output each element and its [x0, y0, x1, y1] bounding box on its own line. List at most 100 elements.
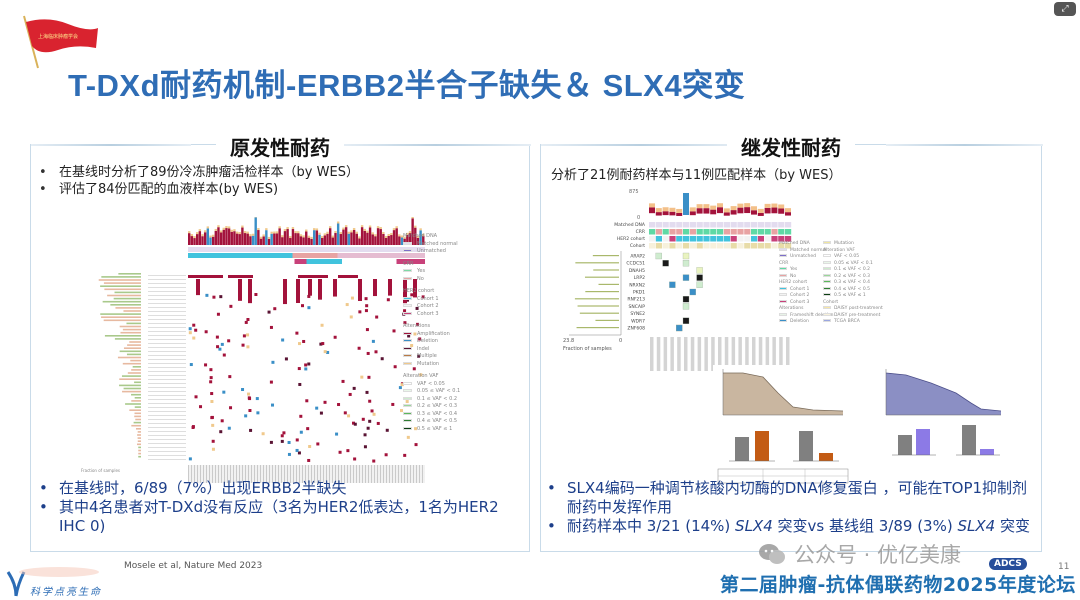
legend-swatch	[823, 306, 831, 309]
legend-item: Mutation	[403, 361, 513, 369]
legend-group: Mutation	[823, 241, 903, 248]
legend-item: Cohort 3	[779, 299, 879, 307]
crr-track	[188, 253, 425, 258]
legend-swatch	[823, 280, 831, 283]
legend-item: 0.2 ≤ VAF < 0.3	[823, 273, 903, 281]
bullet-item: 在基线时分析了89份冷冻肿瘤活检样本（by WES）	[33, 164, 359, 181]
legend-item: 0.2 ≤ VAF < 0.3	[403, 403, 513, 411]
svg-text:HER2 cohort: HER2 cohort	[617, 236, 645, 242]
legend-swatch	[823, 312, 831, 316]
svg-text:Cohort: Cohort	[630, 243, 645, 249]
bullet-item: 在基线时，6/89（7%）出现ERBB2半缺失	[33, 479, 503, 498]
bottom-bullet-list: SLX4编码一种调节核酸内切酶的DNA修复蛋白 ，可能在TOP1抑制剂耐药中发挥…	[541, 479, 1037, 536]
bullet-item: SLX4编码一种调节核酸内切酶的DNA修复蛋白 ，可能在TOP1抑制剂耐药中发挥…	[541, 479, 1037, 517]
bottom-bullet-list: 在基线时，6/89（7%）出现ERBB2半缺失 其中4名患者对T-DXd没有反应…	[33, 479, 503, 536]
legend-swatch	[779, 319, 787, 322]
x-axis-label: Fraction of samples	[81, 468, 120, 473]
legend-swatch	[403, 269, 412, 272]
legend-item: Cohort 1	[779, 286, 879, 294]
gene-labels	[148, 273, 186, 463]
page-number: 11	[1058, 562, 1070, 572]
svg-text:ZNF608: ZNF608	[627, 326, 645, 332]
legend-item: DAISY pre-treatment	[823, 312, 903, 320]
legend-swatch	[823, 286, 831, 290]
legend-swatch	[403, 381, 412, 385]
legend-swatch	[823, 241, 831, 244]
legend-group-title: CRR	[779, 260, 789, 266]
svg-text:0: 0	[619, 338, 622, 344]
legend-item: 0.5 ≤ VAF ≤ 1	[823, 293, 903, 300]
svg-text:RNF213: RNF213	[627, 297, 645, 303]
heading-divider-left	[541, 144, 741, 146]
legend-item: Cohort 3	[403, 311, 513, 319]
legend-swatch	[779, 273, 787, 277]
svg-text:CCDC51: CCDC51	[626, 261, 645, 267]
svg-text:Matched DNA: Matched DNA	[614, 222, 646, 228]
svg-text:LRP2: LRP2	[634, 275, 645, 281]
legend-item: VAF < 0.05	[823, 254, 903, 261]
watermark-text: 公众号 · 优亿美康	[794, 543, 962, 567]
fraction-bar-chart	[98, 273, 141, 458]
legend-item: Indel	[403, 346, 513, 354]
fullscreen-toggle-button[interactable]: ⤢	[1054, 2, 1076, 16]
legend-item: 0.1 ≤ VAF < 0.2	[403, 396, 513, 404]
legend-swatch	[403, 354, 412, 357]
legend-item: Matched normal	[403, 241, 513, 249]
legend-item: Mutation	[823, 241, 903, 248]
legend-swatch	[403, 396, 412, 400]
wechat-icon	[759, 544, 785, 564]
legend-item: Cohort 2	[779, 293, 879, 300]
legend-group-title: Cohort	[823, 299, 839, 305]
legend-group-title: Alteration VAF	[403, 373, 439, 379]
legend-swatch	[779, 312, 787, 316]
svg-text:WDR7: WDR7	[631, 318, 645, 324]
legend-item: Multiple	[403, 353, 513, 361]
heading-divider-right	[341, 144, 531, 146]
svg-text:CRR: CRR	[636, 229, 645, 235]
legend-swatch	[779, 293, 787, 296]
svg-text:875: 875	[629, 189, 639, 195]
bullet-item: 耐药样本中 3/21 (14%) SLX4 突变vs 基线组 3/89 (3%)…	[541, 517, 1037, 536]
legend-item: Deletion	[403, 338, 513, 346]
legend-group-title: Alteration VAF	[823, 247, 855, 253]
legend-item: Unmatched	[403, 248, 513, 256]
legend-swatch	[823, 319, 831, 322]
svg-text:SNCAIP: SNCAIP	[629, 304, 646, 310]
legend-item: Yes	[403, 268, 513, 276]
legend-item: Yes	[779, 267, 879, 274]
legend-swatch	[403, 419, 412, 422]
legend-group-title: HER2 cohort	[403, 288, 435, 294]
legend-swatch	[403, 361, 412, 365]
legend-item: TCGA BRCA	[823, 319, 903, 326]
legend-item: Unmatched	[779, 254, 879, 261]
legend-swatch	[403, 411, 412, 415]
legend-swatch	[823, 267, 831, 270]
heading-divider-right	[886, 144, 1043, 146]
brand-logo	[6, 567, 99, 597]
bullet-item: 评估了84份匹配的血液样本(by WES)	[33, 181, 359, 198]
legend-group-title: Alterations	[779, 306, 804, 311]
legend-swatch	[403, 296, 412, 300]
legend-swatch	[403, 389, 412, 392]
legend-swatch	[403, 404, 412, 407]
legend-item: 0.4 ≤ VAF < 0.5	[403, 418, 513, 426]
legend-swatch	[403, 311, 412, 315]
legend-swatch	[403, 426, 412, 430]
legend-swatch	[823, 293, 831, 296]
legend-item: 0.3 ≤ VAF < 0.4	[823, 280, 903, 287]
legend-swatch	[779, 299, 787, 303]
legend-item: DAISY post-treatment	[823, 306, 903, 313]
top-bullet-list: 在基线时分析了89份冷冻肿瘤活检样本（by WES） 评估了84份匹配的血液样本…	[33, 164, 359, 198]
expand-icon: ⤢	[1061, 3, 1069, 14]
